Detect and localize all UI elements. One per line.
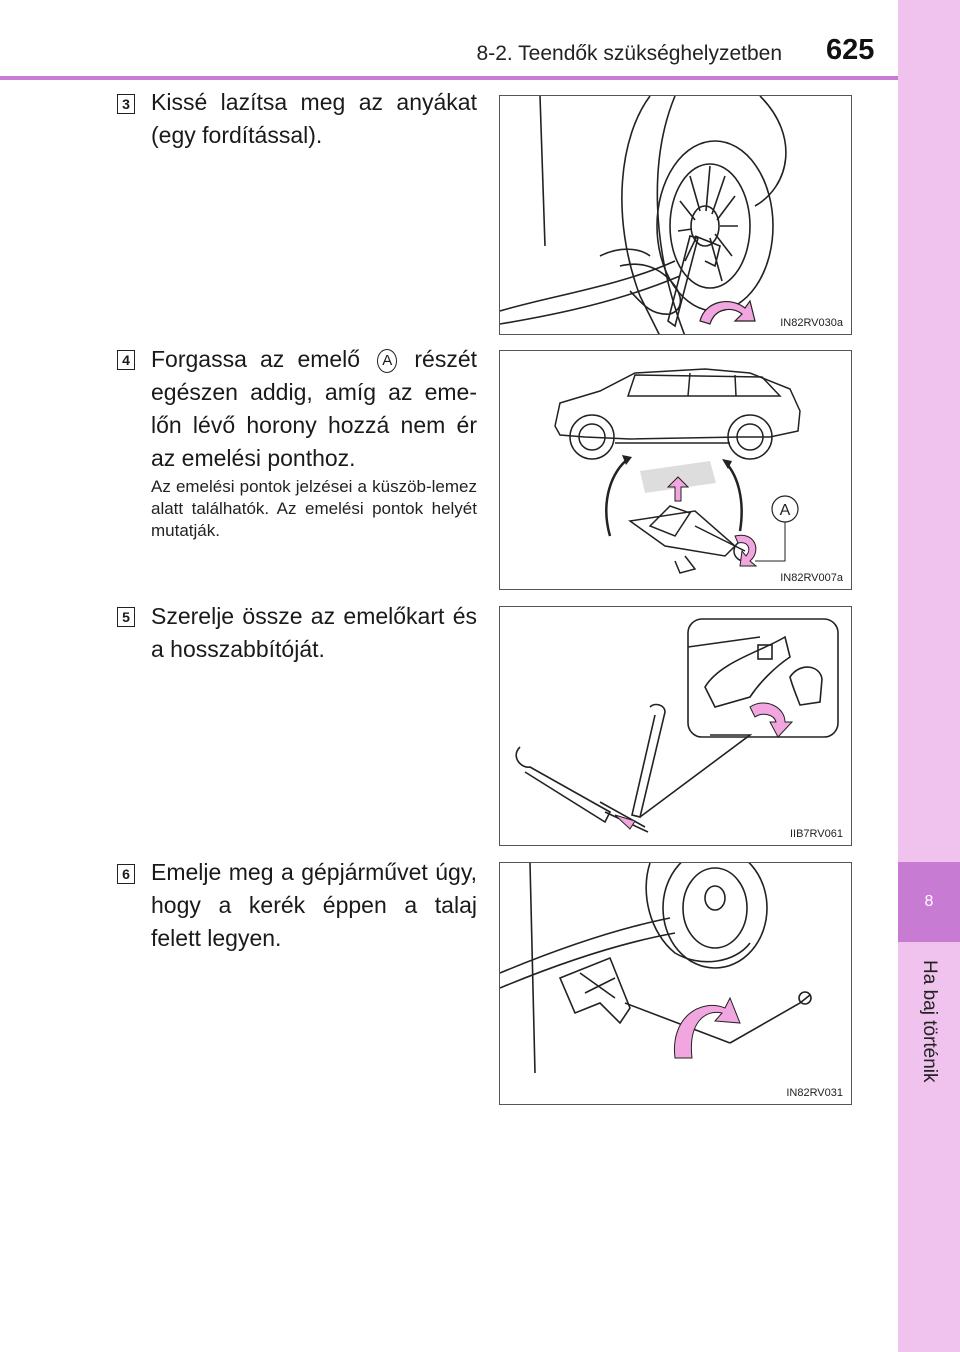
chapter-title-text: Ha baj történik [919,960,940,1083]
chapter-title: Ha baj történik [904,960,954,1100]
step-5-text: Szerelje össze az emelőkart és a hosszab… [151,603,477,662]
marker-a: A [377,348,398,373]
figure-jack-position: A IN82RV007a [499,350,852,590]
figure-code: IN82RV007a [780,572,843,584]
step-number-6: 6 [117,864,135,884]
figure-loosen-nuts: IN82RV030a [499,95,852,335]
section-title: 8-2. Teendők szükséghelyzetben [476,42,782,65]
header-rule [0,76,898,80]
figure-code: IN82RV031 [786,1087,843,1099]
figure-code: IN82RV030a [780,317,843,329]
step-6-text: Emelje meg a gépjárművet úgy, hogy a ker… [151,859,477,951]
page-number: 625 [826,34,875,66]
step-4-note: Az emelési pontok jelzései a küszöb-leme… [151,477,477,540]
figure-code: IIB7RV061 [789,828,843,840]
figure-marker-a: A [780,502,791,519]
step-3-text: Kissé lazítsa meg az anyákat (egy fordít… [151,89,477,148]
illustration-jack-handle [515,618,839,833]
chapter-side-tab [898,0,960,1352]
illustration-raise-car [500,863,812,1074]
figure-raise-vehicle: IN82RV031 [499,862,852,1105]
chapter-number: 8 [924,893,934,910]
step-number-5: 5 [117,607,135,627]
step-4-text: Forgassa az emelő A részét egészen addig… [151,343,477,475]
chapter-number-box[interactable]: 8 [898,862,960,942]
step-number-3: 3 [117,94,135,114]
step-4-text-after: részét egészen addig, amíg az eme-lőn lé… [151,346,478,471]
step-number-4: 4 [117,350,135,370]
step-4-text-before: Forgassa az emelő [151,346,361,372]
illustration-suv-jack: A [554,368,801,574]
illustration-wheel-wrench [500,96,787,334]
figure-assemble-handle: IIB7RV061 [499,606,852,846]
